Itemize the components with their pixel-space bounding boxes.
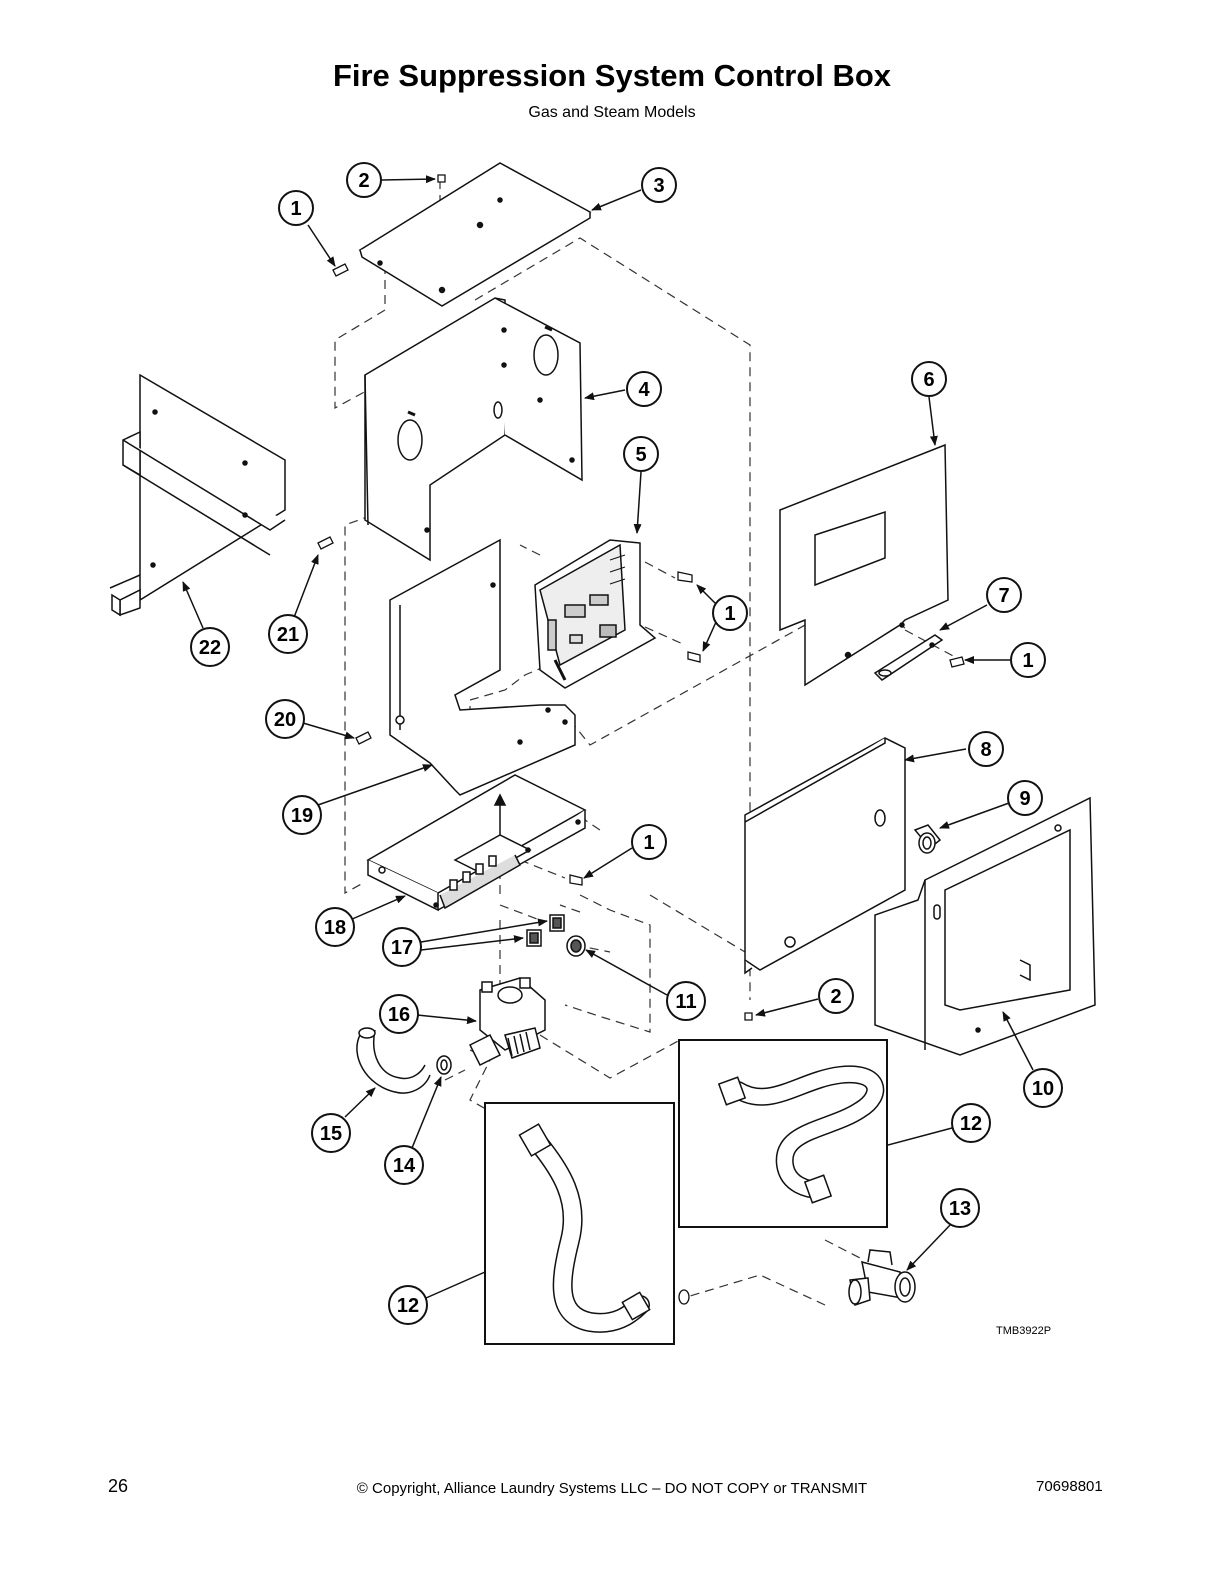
switches [526, 914, 565, 947]
callout-7-label: 7 [998, 585, 1009, 607]
lower-panel [389, 538, 576, 796]
tee-fitting [848, 1249, 916, 1306]
callout-19-label: 19 [291, 805, 313, 827]
callout-13 [940, 1188, 980, 1228]
callout-12b-label: 12 [397, 1295, 419, 1317]
page-number: 26 [108, 1476, 129, 1496]
callout-7 [986, 577, 1022, 613]
side-cover-door [744, 737, 906, 975]
callout-22 [190, 627, 230, 667]
callout-2a-label: 2 [358, 170, 369, 192]
callout-20-label: 20 [274, 709, 296, 731]
callout-1b-label: 1 [724, 603, 735, 625]
callout-19 [282, 795, 322, 835]
callout-22-label: 22 [199, 637, 221, 659]
callout-11-label: 11 [675, 991, 696, 1013]
top-cover-plate [358, 162, 592, 307]
callout-12a-label: 12 [960, 1113, 982, 1135]
page-title: Fire Suppression System Control Box [332, 58, 892, 93]
callout-12b [388, 1285, 428, 1325]
callout-14-label: 14 [393, 1155, 416, 1177]
callout-2a [346, 162, 382, 198]
callout-15 [311, 1113, 351, 1153]
screws [317, 174, 965, 1021]
document-number: 70698801 [1036, 1478, 1103, 1495]
callout-1d [631, 824, 667, 860]
callout-16-label: 16 [388, 1004, 410, 1026]
page-subtitle: Gas and Steam Models [528, 104, 696, 121]
callout-8 [968, 731, 1004, 767]
callout-9 [1007, 780, 1043, 816]
callout-18 [315, 907, 355, 947]
short-hose [356, 1027, 431, 1094]
base-tray [366, 774, 587, 912]
callout-leaders [182, 175, 1034, 1299]
callout-11 [666, 981, 706, 1021]
hose-box-lower [484, 1102, 675, 1345]
callout-1c-label: 1 [1022, 650, 1033, 672]
callout-20 [265, 699, 305, 739]
callout-18-label: 18 [324, 917, 346, 939]
callout-21 [268, 614, 308, 654]
callout-3 [641, 167, 677, 203]
callout-14 [384, 1145, 424, 1185]
callout-5 [623, 436, 659, 472]
copyright-notice: © Copyright, Alliance Laundry Systems LL… [356, 1480, 868, 1497]
callout-1a-label: 1 [290, 198, 301, 220]
callout-1d-label: 1 [643, 832, 654, 854]
callout-16 [379, 994, 419, 1034]
callout-9-label: 9 [1019, 788, 1030, 810]
callout-2b-label: 2 [830, 986, 841, 1008]
solenoid-valve [468, 977, 546, 1067]
callout-17-label: 17 [391, 937, 413, 959]
callout-1b [712, 595, 748, 631]
callout-3-label: 3 [653, 175, 664, 197]
callout-17 [382, 927, 422, 967]
callout-15-label: 15 [320, 1123, 342, 1145]
callout-1c [1010, 642, 1046, 678]
callout-21-label: 21 [277, 624, 299, 646]
door-lock [913, 824, 942, 854]
callout-8-label: 8 [980, 739, 991, 761]
callout-6-label: 6 [923, 369, 934, 391]
hose-box-upper [678, 1039, 888, 1228]
drawing-id: TMB3922P [996, 1325, 1051, 1337]
callout-4 [626, 371, 662, 407]
retaining-strip [873, 634, 944, 681]
front-label-plate [779, 443, 949, 687]
callout-13-label: 13 [949, 1198, 971, 1220]
mounting-bracket [109, 373, 286, 617]
callout-6 [911, 361, 947, 397]
callout-10 [1023, 1068, 1063, 1108]
callout-1a [278, 190, 314, 226]
callout-10-label: 10 [1032, 1078, 1054, 1100]
callout-5-label: 5 [635, 444, 646, 466]
callout-balloons [190, 162, 1063, 1325]
callout-numbers: 1 2 3 4 5 6 1 7 1 22 21 20 19 8 9 1 18 1… [199, 170, 1054, 1317]
callout-12a [951, 1103, 991, 1143]
callout-2b [818, 978, 854, 1014]
callout-4-label: 4 [638, 379, 650, 401]
hose-washer [436, 1055, 452, 1075]
outer-enclosure [874, 796, 1096, 1056]
control-board-box [534, 539, 657, 689]
upper-housing [364, 297, 583, 562]
indicator-button [566, 935, 586, 957]
